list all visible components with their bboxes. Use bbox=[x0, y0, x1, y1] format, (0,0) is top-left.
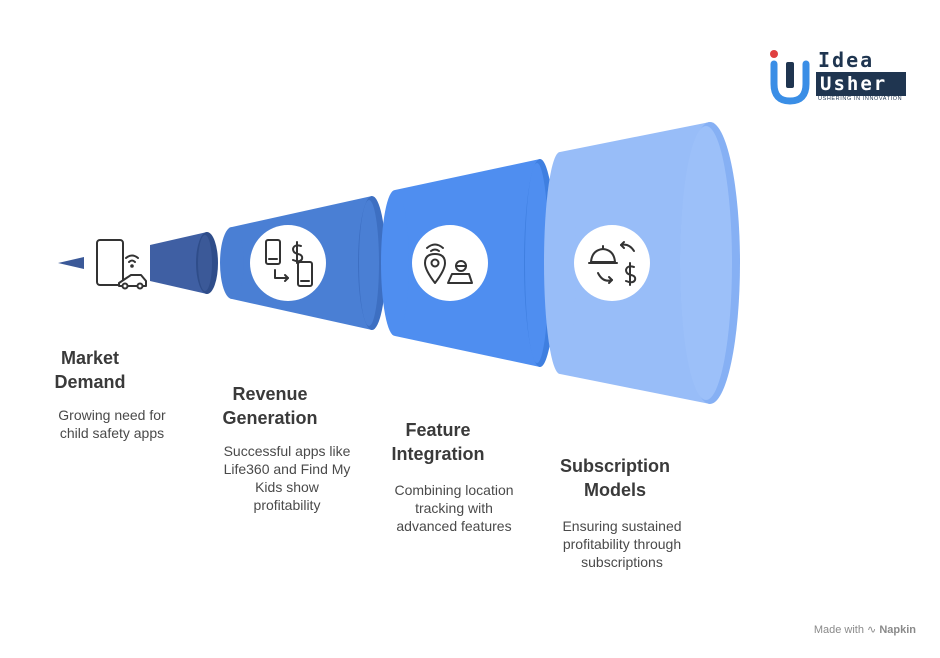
phone-transfer-dollar-icon bbox=[265, 239, 313, 287]
stage-title-revenue-generation: Revenue Generation bbox=[222, 384, 318, 428]
footer-brand: Napkin bbox=[879, 624, 916, 636]
icon-circle-3 bbox=[412, 225, 488, 301]
phone-car-icon bbox=[96, 239, 147, 290]
napkin-icon: ∿ bbox=[867, 624, 877, 636]
funnel-segment-1 bbox=[150, 232, 218, 294]
stage-title-subscription-models: Subscription Models bbox=[559, 456, 670, 500]
logo-word-bottom: Usher bbox=[816, 72, 906, 96]
stage-desc-revenue-generation: Successful apps like Life360 and Find My… bbox=[223, 443, 351, 513]
funnel-tip bbox=[58, 257, 84, 269]
logo-tagline: USHERING IN INNOVATION bbox=[818, 96, 903, 102]
stage-desc-feature-integration: Combining location tracking with advance… bbox=[394, 482, 514, 534]
logo-word-top: Idea bbox=[818, 48, 875, 72]
footer-made-with: Made with bbox=[813, 624, 864, 636]
stage-desc-subscription-models: Ensuring sustained profitability through… bbox=[562, 518, 682, 570]
idea-usher-logo: Idea Usher USHERING IN INNOVATION bbox=[770, 48, 910, 104]
idea-usher-logo-mark bbox=[770, 50, 810, 105]
service-cycle-dollar-icon bbox=[588, 241, 637, 286]
stage-title-feature-integration: Feature Integration bbox=[391, 420, 485, 464]
made-with-napkin-footer[interactable]: Made with ∿ Napkin bbox=[814, 623, 916, 636]
icon-circle-2 bbox=[250, 225, 326, 301]
location-tracking-icon bbox=[424, 243, 473, 284]
stage-title-market-demand: Market Demand bbox=[54, 348, 126, 392]
stage-desc-market-demand: Growing need for child safety apps bbox=[58, 407, 166, 441]
